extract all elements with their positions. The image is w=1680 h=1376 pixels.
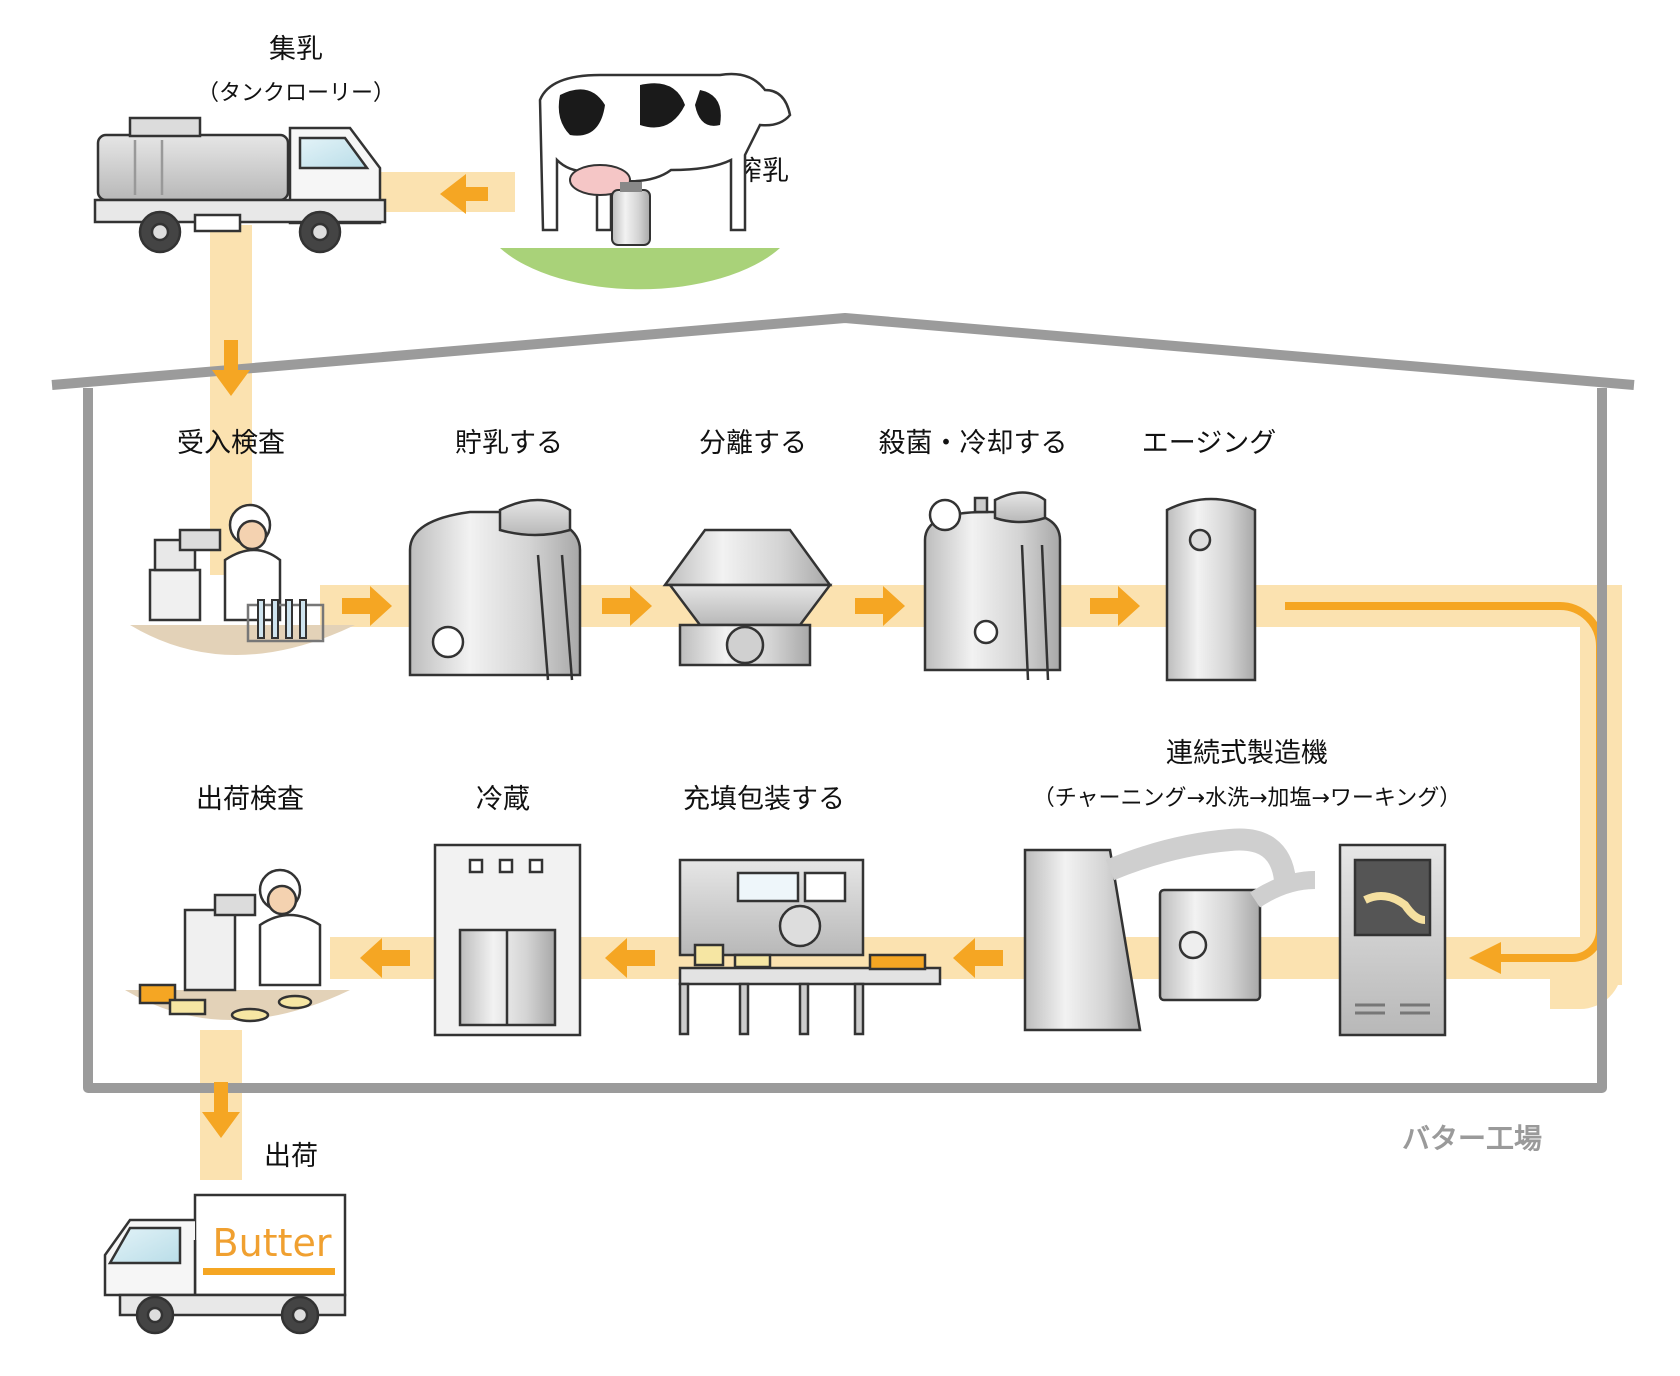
arrow-inspection-to-shipping	[202, 1082, 240, 1138]
arrow-step-5	[953, 938, 1003, 978]
label-aging: エージング	[1142, 428, 1276, 459]
truck-brand-text: Butter	[213, 1221, 332, 1265]
arrow-collection-to-inspection	[212, 340, 250, 396]
arrow-step-2	[602, 586, 652, 626]
label-storage: 貯乳する	[455, 428, 563, 459]
butter-truck-illustration	[103, 1193, 347, 1335]
label-fill-pack: 充填包装する	[683, 784, 845, 815]
arrow-step-3	[855, 586, 905, 626]
packaging-machine-illustration	[678, 858, 942, 1036]
label-collection: 集乳	[269, 34, 323, 65]
inspector-shipping-illustration	[125, 868, 350, 1023]
label-collection-sub: （タンクローリー）	[197, 81, 395, 106]
arrow-step-1	[342, 586, 392, 626]
tank-truck-illustration	[93, 116, 387, 254]
label-separation: 分離する	[699, 428, 807, 459]
arrow-step-4	[1090, 586, 1140, 626]
flow-arrows	[202, 174, 1140, 1138]
sterilizer-illustration	[923, 491, 1062, 681]
factory-label: バター工場	[1402, 1122, 1542, 1155]
refrigerator-illustration	[433, 843, 582, 1037]
label-sterilize-cool: 殺菌・冷却する	[879, 428, 1068, 459]
label-shipping: 出荷	[264, 1141, 318, 1172]
aging-tank-illustration	[1165, 497, 1257, 682]
separator-illustration	[662, 528, 833, 667]
cow-illustration	[500, 72, 792, 290]
inspector-intake-illustration	[130, 503, 355, 655]
factory-outline	[51, 313, 1635, 1093]
label-shipping-inspection: 出荷検査	[196, 784, 304, 815]
label-continuous-machine: 連続式製造機	[1166, 738, 1328, 769]
arrow-milking-to-collection	[440, 174, 488, 214]
label-continuous-machine-sub: （チャーニング→水洗→加塩→ワーキング）	[1033, 786, 1461, 811]
storage-tank-illustration	[408, 498, 582, 681]
continuous-machine-illustration	[1023, 828, 1447, 1037]
label-refrigerate: 冷蔵	[476, 784, 530, 815]
arrow-step-6	[605, 938, 655, 978]
arrow-step-7	[360, 938, 410, 978]
label-intake-inspection: 受入検査	[177, 428, 285, 459]
